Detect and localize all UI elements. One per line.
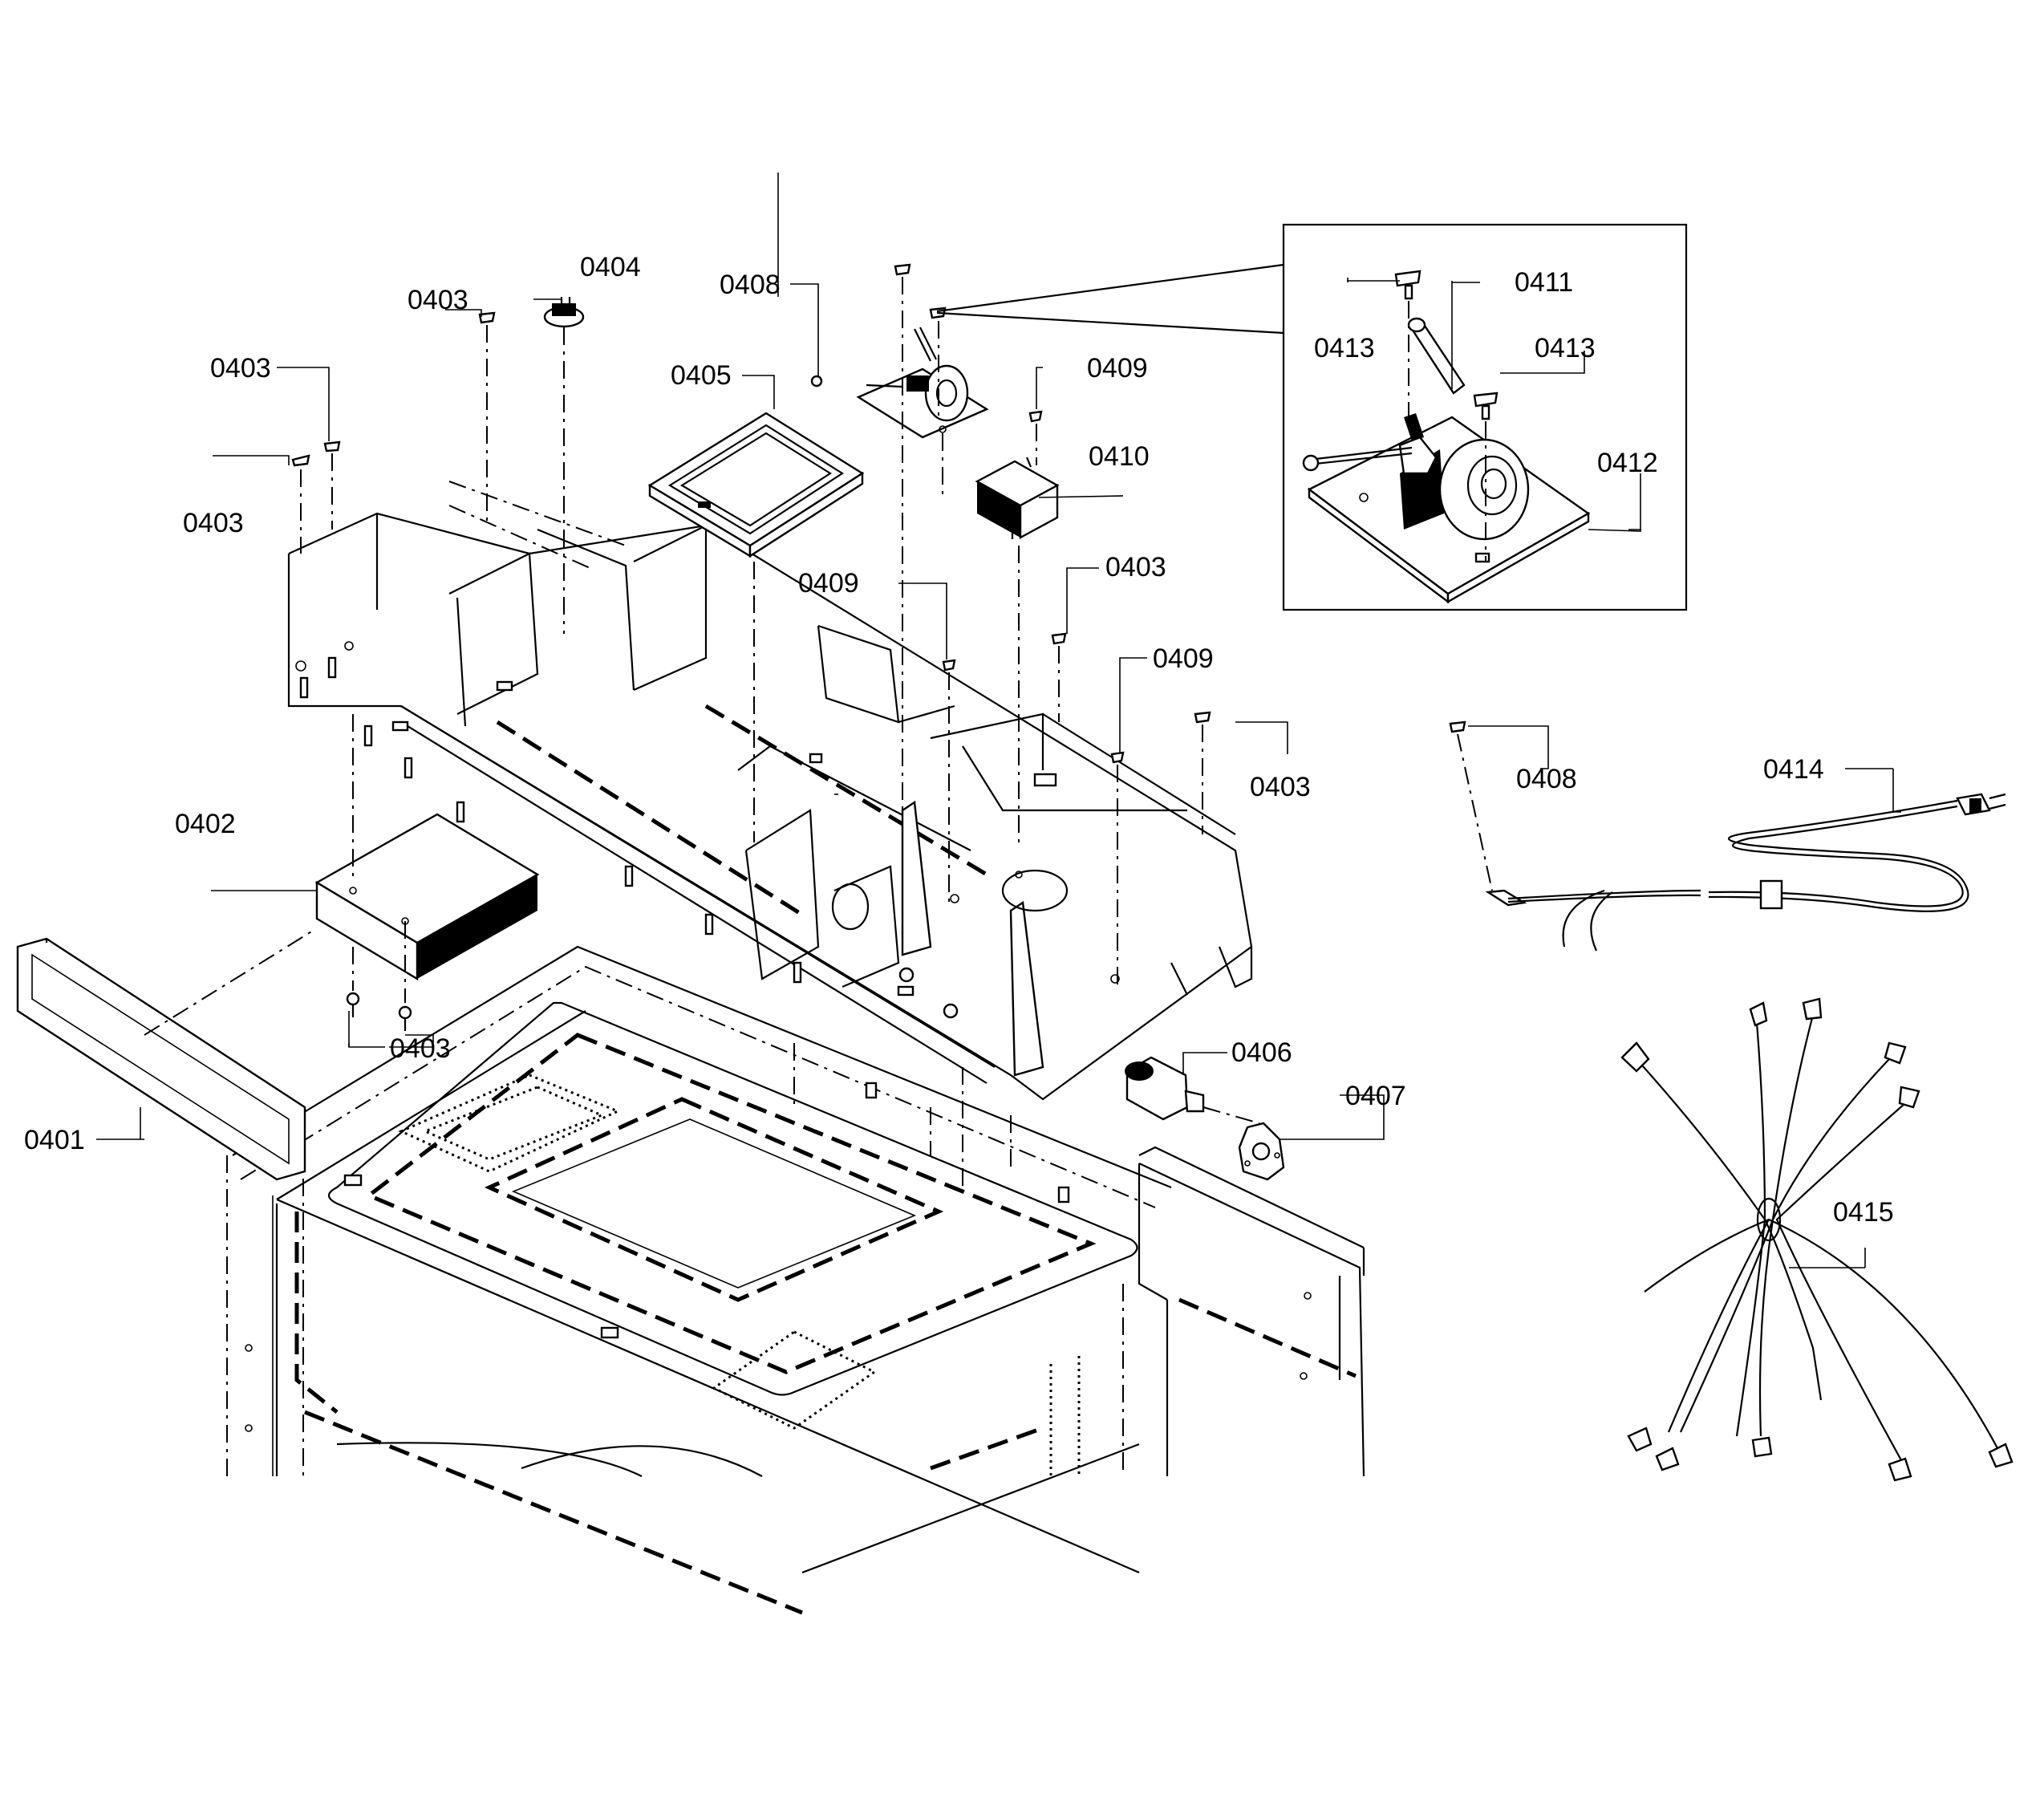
label-0403-c: 0403	[408, 285, 468, 315]
control-box-0402	[314, 714, 540, 1031]
label-0403-d: 0403	[390, 1033, 451, 1064]
label-0403-f: 0403	[1250, 772, 1311, 802]
screw-group-0403	[291, 311, 1211, 834]
label-0409-c: 0409	[1153, 643, 1214, 674]
capacitor-0410	[975, 457, 1060, 842]
label-0411: 0411	[1515, 267, 1573, 298]
label-0409-b: 0409	[798, 568, 859, 599]
label-0413-a: 0413	[1314, 333, 1375, 363]
control-panel-0401	[16, 930, 314, 1181]
label-0415: 0415	[1833, 1197, 1894, 1228]
label-0401: 0401	[24, 1125, 85, 1155]
label-0403-b: 0403	[183, 508, 244, 538]
label-0407: 0407	[1345, 1081, 1406, 1111]
label-0405: 0405	[671, 360, 732, 391]
label-0408-b: 0408	[1516, 764, 1577, 794]
screw-group-0409	[942, 410, 1125, 987]
label-0409-a: 0409	[1087, 353, 1148, 384]
leader-lines	[96, 172, 1901, 1268]
power-cord-0414	[1449, 720, 2006, 952]
label-0403-a: 0403	[210, 353, 271, 384]
label-0403-e: 0403	[1105, 552, 1166, 582]
thermostat-0404	[543, 297, 585, 634]
thermostat-0407	[1238, 1122, 1285, 1181]
label-0408-a: 0408	[720, 270, 781, 300]
fan-motor-assy	[810, 263, 1284, 867]
filter-plate-0405	[647, 412, 865, 842]
part-labels: 0401 0402 0403 0403 0403 0403 0403 0403 …	[24, 252, 1894, 1228]
detail-inset	[1282, 223, 1688, 611]
top-chassis-bracket	[287, 481, 1253, 1101]
wire-harness-0415	[1620, 997, 2014, 1482]
label-0404: 0404	[580, 252, 641, 282]
oven-cavity	[226, 945, 1365, 1615]
label-0406: 0406	[1231, 1037, 1292, 1068]
label-0412: 0412	[1597, 448, 1658, 478]
label-0413-b: 0413	[1535, 333, 1596, 363]
label-0402: 0402	[175, 809, 236, 839]
label-0414: 0414	[1763, 754, 1824, 785]
lamp-socket-0406	[1125, 1056, 1260, 1124]
label-0410: 0410	[1089, 441, 1150, 472]
